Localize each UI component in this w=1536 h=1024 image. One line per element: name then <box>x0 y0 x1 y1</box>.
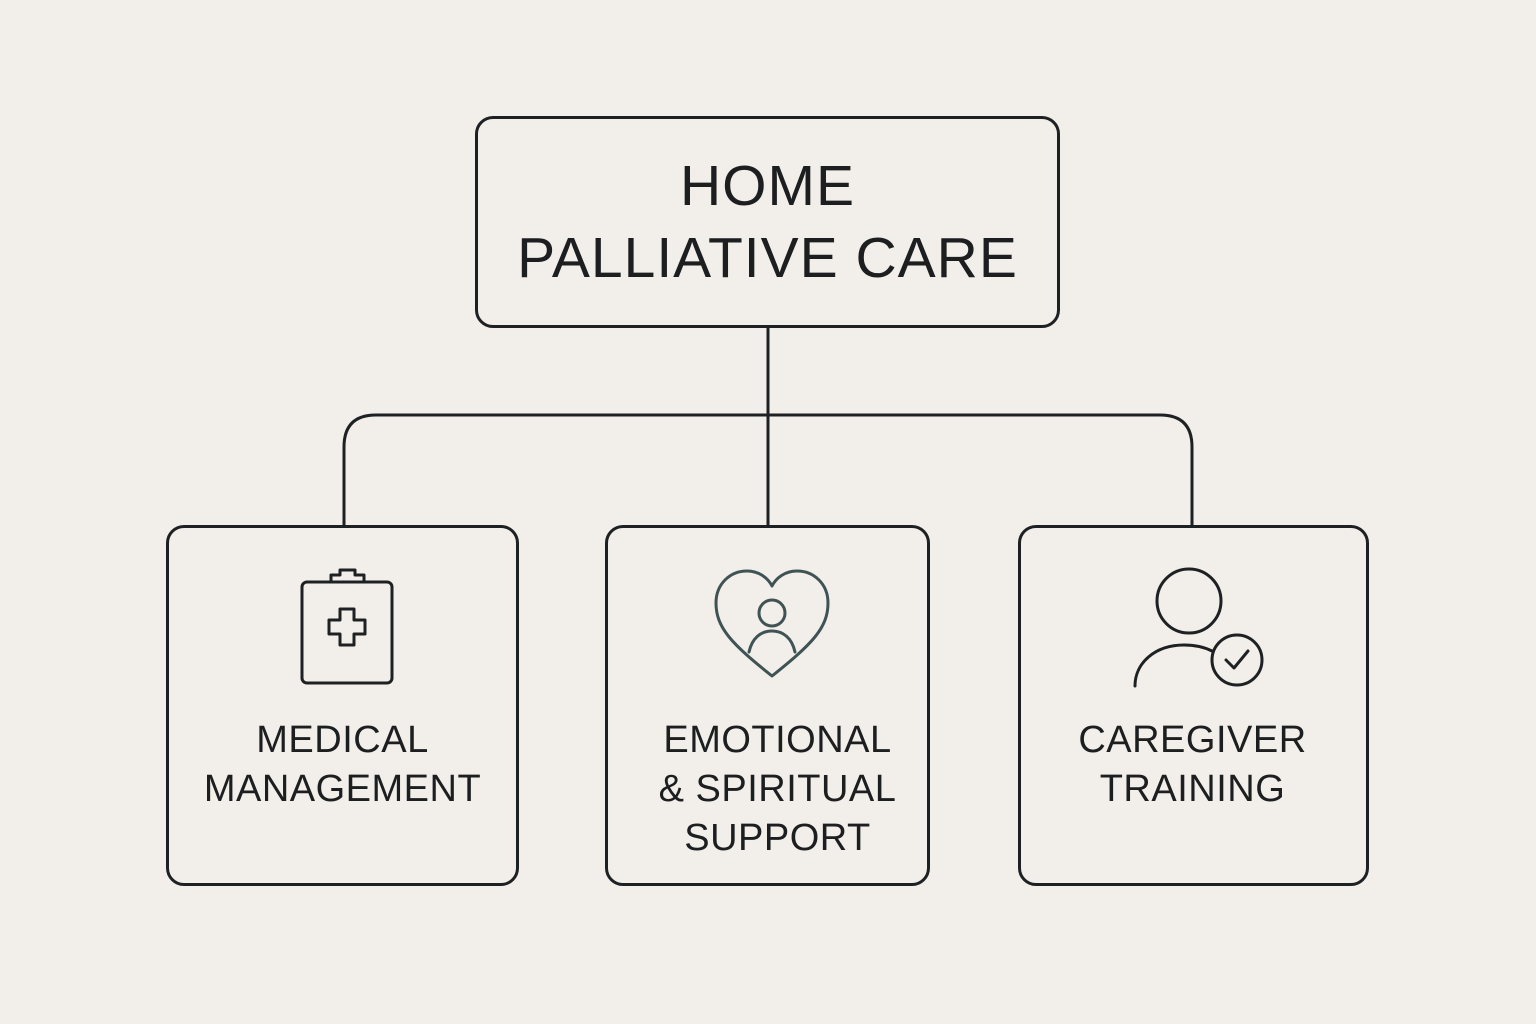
connector-branch-medical <box>342 413 768 525</box>
person-check-icon <box>1021 528 1366 698</box>
connector-branch-caregiver <box>768 413 1194 525</box>
node-medical-management: MEDICAL MANAGEMENT <box>166 525 519 886</box>
medical-label-line-2: MANAGEMENT <box>203 768 482 810</box>
caregiver-label-line-1: CAREGIVER <box>1078 719 1307 761</box>
heart-person-icon <box>608 528 927 698</box>
caregiver-label-line-2: TRAINING <box>1099 768 1286 810</box>
node-caregiver-training: CAREGIVER TRAINING <box>1018 525 1369 886</box>
root-node-home-palliative-care: HOME PALLIATIVE CARE <box>475 116 1060 328</box>
medical-clipboard-icon <box>169 528 516 698</box>
medical-label-line-1: MEDICAL <box>256 719 429 761</box>
root-title-line-1: HOME <box>680 154 855 218</box>
emotional-label-line-1: EMOTIONAL <box>663 719 892 761</box>
emotional-label-line-3: SUPPORT <box>684 817 871 859</box>
node-emotional-spiritual-support: EMOTIONAL & SPIRITUAL SUPPORT <box>605 525 930 886</box>
root-title-line-2: PALLIATIVE CARE <box>517 226 1018 290</box>
emotional-label-line-2: & SPIRITUAL <box>658 768 897 810</box>
